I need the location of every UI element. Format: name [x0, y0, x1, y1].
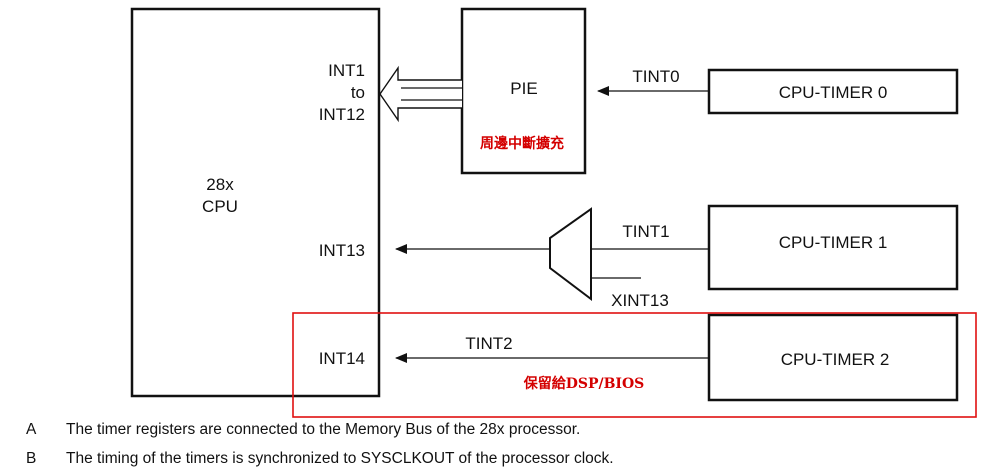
cpu-label-line1: 28x	[206, 175, 234, 194]
footnote-a: A The timer registers are connected to th…	[26, 420, 580, 440]
cpu-label-line2: CPU	[202, 197, 238, 216]
dsp-bios-highlight-box	[292, 312, 977, 418]
footnote-b: B The timing of the timers is synchronize…	[26, 449, 614, 469]
tint0-label: TINT0	[632, 67, 679, 86]
xint13-label: XINT13	[611, 291, 669, 310]
cpu-timer-1-block	[707, 204, 959, 291]
cpu-timer-0-label: CPU-TIMER 0	[779, 83, 888, 102]
pie-annotation: 周邊中斷擴充	[480, 135, 564, 152]
footnote-b-key: B	[26, 450, 37, 467]
pie-to-cpu-bus-arrow	[379, 65, 462, 123]
cpu-timer-2-block	[707, 313, 959, 402]
tint1-label: TINT1	[622, 222, 669, 241]
cpu-block	[130, 7, 381, 398]
interrupt-multiplexer	[549, 207, 592, 302]
cpu-timer-1-label: CPU-TIMER 1	[779, 233, 888, 252]
dsp-bios-annotation: 保留給DSP/BIOS	[523, 375, 645, 392]
footnote-a-key: A	[26, 421, 37, 438]
port-int14: INT14	[319, 349, 365, 368]
pie-label: PIE	[510, 79, 537, 98]
footnote-b-text: The timing of the timers is synchronized…	[66, 450, 614, 467]
port-int12: INT12	[319, 105, 365, 124]
port-int13: INT13	[319, 241, 365, 260]
footnote-a-text: The timer registers are connected to the…	[66, 421, 581, 438]
pie-block	[460, 7, 587, 175]
tint2-label: TINT2	[465, 334, 512, 353]
port-to: to	[351, 83, 365, 102]
port-int1: INT1	[328, 61, 365, 80]
cpu-timer-2-label: CPU-TIMER 2	[781, 350, 890, 369]
